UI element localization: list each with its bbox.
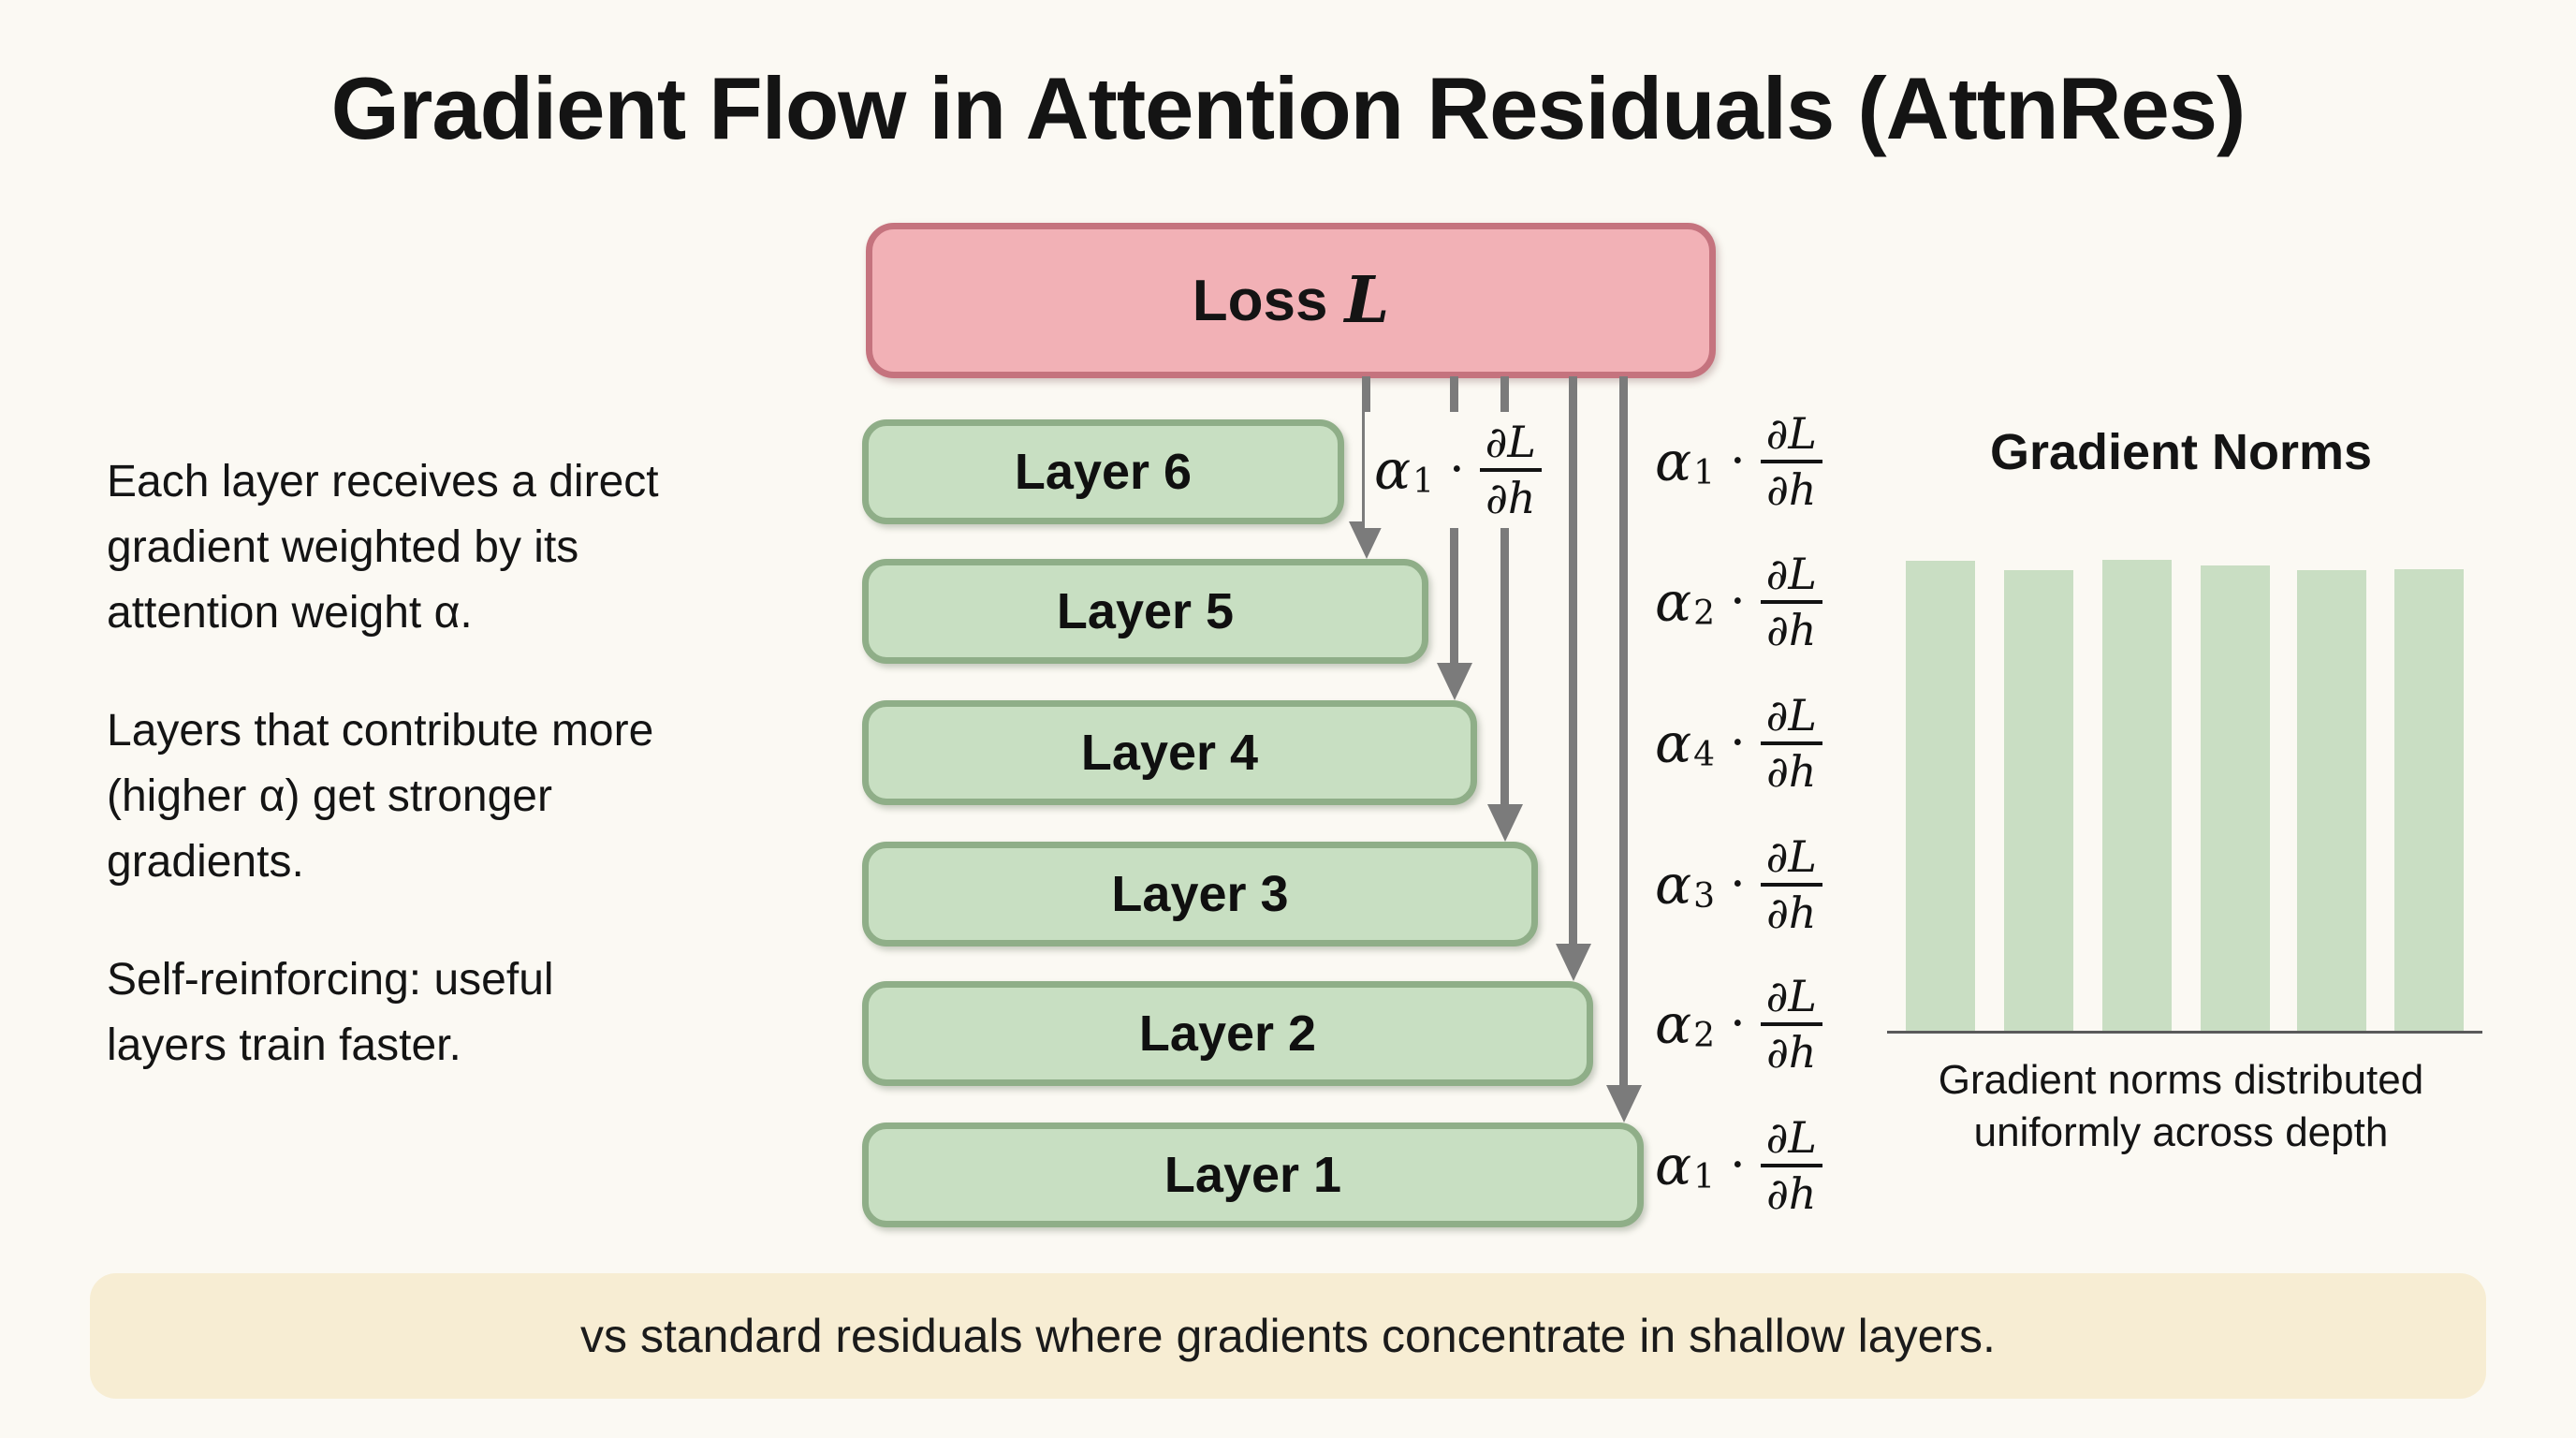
gradient-norm-bar	[2201, 565, 2270, 1031]
note-stronger-gradients: Layers that contribute more (higher α) g…	[107, 706, 654, 887]
gradient-arrowhead	[1556, 944, 1591, 981]
gradient-norm-bar	[2394, 569, 2464, 1031]
layer-node-4: Layer 4	[862, 700, 1477, 805]
loss-node: Loss L	[866, 223, 1716, 378]
page-title: Gradient Flow in Attention Residuals (At…	[330, 59, 2247, 157]
gradient-norms-caption: Gradient norms distributed uniformly acr…	[1938, 1057, 2424, 1155]
layer-node-6: Layer 6	[862, 419, 1344, 524]
gradient-arrowhead	[1437, 663, 1472, 700]
comparison-banner: vs standard residuals where gradients co…	[90, 1273, 2486, 1399]
alpha-symbol: α	[1374, 438, 1412, 502]
gradient-arrowhead	[1606, 1085, 1642, 1123]
note-self-reinforcing: Self-reinforcing: useful layers train fa…	[107, 955, 554, 1070]
loss-symbol: L	[1344, 263, 1390, 338]
layer-node-3: Layer 3	[862, 842, 1538, 946]
note-direct-gradient: Each layer receives a direct gradient we…	[107, 457, 659, 638]
layer-node-5: Layer 5	[862, 559, 1428, 664]
gradient-norm-bar	[1906, 561, 1975, 1031]
layer-node-1: Layer 1	[862, 1123, 1644, 1227]
gradient-norms-title: Gradient Norms	[1989, 424, 2373, 480]
partial-derivative-fraction: ∂L ∂h	[1479, 418, 1542, 522]
gradient-arrow-stem	[1569, 376, 1577, 946]
gradient-norm-bar	[2297, 570, 2366, 1031]
layer-node-2: Layer 2	[862, 981, 1593, 1086]
explanation-notes: Each layer receives a direct gradient we…	[107, 449, 856, 1131]
comparison-banner-text: vs standard residuals where gradients co…	[580, 1310, 1996, 1362]
gradient-norm-bar	[2102, 560, 2172, 1031]
gradient-arrow-stem	[1619, 376, 1628, 1088]
gradient-arrowhead	[1487, 804, 1523, 842]
chart-baseline-axis	[1887, 1031, 2482, 1034]
gradient-arrow-stem	[1500, 376, 1509, 807]
gradient-norms-chart	[1893, 560, 2477, 1031]
gradient-norm-bar	[2004, 570, 2073, 1031]
loss-label: Loss	[1192, 268, 1328, 333]
